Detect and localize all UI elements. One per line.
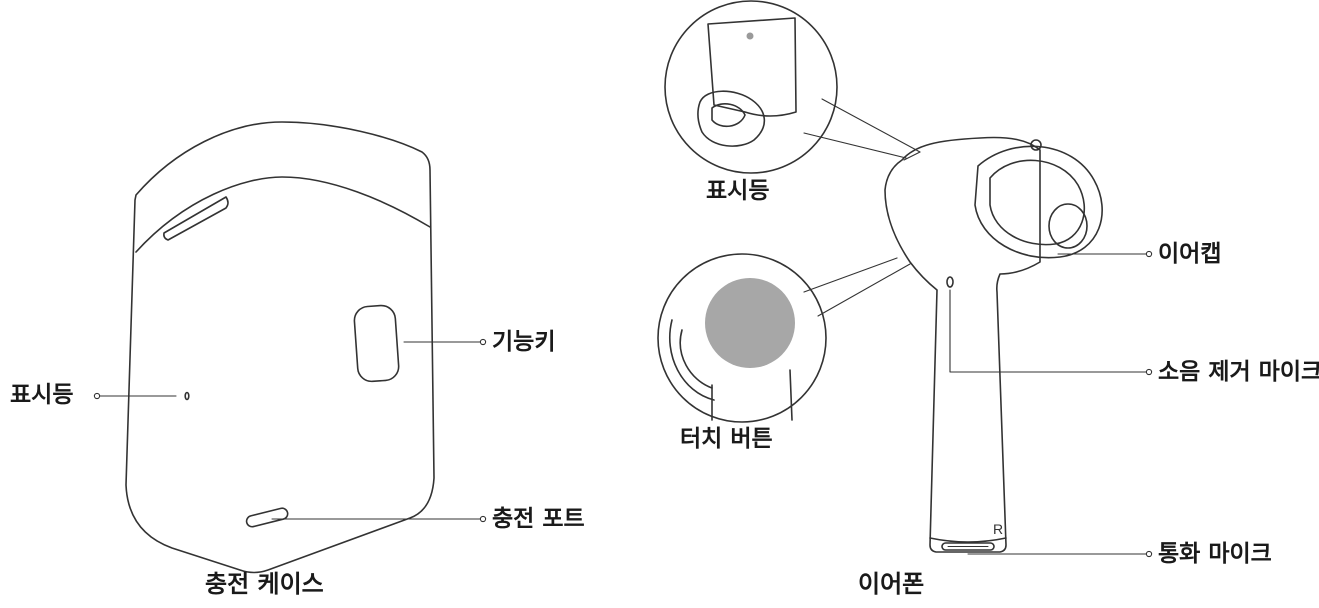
function-key (353, 304, 400, 383)
charging-port-label: 충전 포트 (492, 506, 585, 532)
touch-detail-circle (657, 253, 827, 423)
case-outline (125, 121, 435, 574)
touch-button-label: 터치 버튼 (680, 426, 773, 452)
touch-button-fill (705, 278, 795, 368)
earphone-leaders (949, 250, 1153, 558)
touch-button-detail (657, 253, 911, 423)
eartip (974, 145, 1103, 259)
eartip-nozzle (1048, 203, 1088, 249)
call-mic-grille (941, 542, 995, 551)
eartip-inner (989, 159, 1086, 246)
case-lid-seam (135, 176, 431, 253)
indicator-detail-dot (746, 32, 754, 40)
case-leaders (93, 338, 487, 523)
case-indicator-led (184, 391, 190, 401)
noise-mic-label: 소음 제거 마이크 (1158, 359, 1319, 385)
case-indicator-label: 표시등 (10, 382, 74, 408)
indicator-detail-circle (664, 0, 838, 174)
earphone-side-mark: R (993, 521, 1003, 537)
call-mic-label: 통화 마이크 (1158, 541, 1272, 567)
function-key-label: 기능키 (492, 329, 556, 355)
charging-port (245, 507, 289, 528)
earphone-indicator-label: 표시등 (706, 178, 770, 204)
case-lid-slot (163, 196, 229, 241)
earphone-indicator-ring (1030, 139, 1042, 151)
earphone-body (884, 136, 1041, 553)
earphone (884, 136, 1103, 553)
case-title: 충전 케이스 (205, 570, 324, 598)
charging-case (125, 121, 435, 574)
eartip-label: 이어캡 (1158, 241, 1222, 267)
earphone-title: 이어폰 (858, 570, 925, 598)
indicator-detail (664, 0, 921, 174)
noise-mic-hole (946, 276, 954, 288)
stem-bottom (929, 537, 1007, 543)
